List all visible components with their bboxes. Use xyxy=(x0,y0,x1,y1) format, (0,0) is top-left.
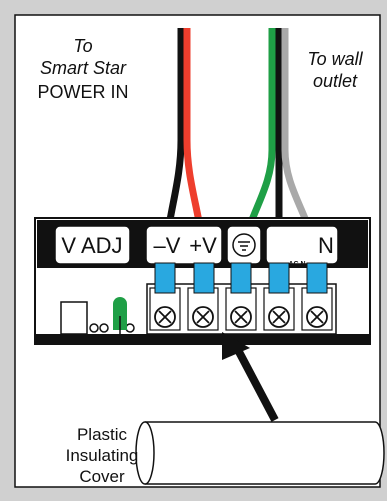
screw-icon-3 xyxy=(225,287,257,331)
wall-outlet-line-2: outlet xyxy=(313,71,358,91)
cover-line-2: Insulating xyxy=(66,446,139,465)
lug-1 xyxy=(154,262,176,294)
screw-icon-5 xyxy=(301,287,333,331)
wall-outlet-line-1: To wall xyxy=(307,49,363,69)
power-in-line-3: POWER IN xyxy=(37,82,128,102)
cover-line-3: Cover xyxy=(79,467,125,486)
ground-icon xyxy=(232,233,256,257)
lug-4 xyxy=(268,262,290,294)
power-in-line-1: To xyxy=(73,36,92,56)
minus-v-label: –V xyxy=(154,233,181,258)
dc-terminal-label-box xyxy=(145,225,223,265)
cover-line-1: Plastic xyxy=(77,425,128,444)
v-adj-label: V ADJ xyxy=(61,233,122,258)
led-icon xyxy=(113,297,127,334)
wire-lugs xyxy=(154,262,328,294)
lug-3 xyxy=(230,262,252,294)
lug-2 xyxy=(193,262,215,294)
v-adj-box xyxy=(54,225,131,265)
ac-small-mark: AC N xyxy=(288,261,305,268)
lug-5 xyxy=(306,262,328,294)
plus-v-label: +V xyxy=(189,233,217,258)
neutral-label: N xyxy=(318,233,334,258)
screw-icon-1 xyxy=(149,287,181,331)
power-in-line-2: Smart Star xyxy=(40,58,127,78)
insulating-cover xyxy=(135,421,385,485)
screw-icon-4 xyxy=(263,287,295,331)
block-base xyxy=(35,334,370,344)
potentiometer-icon xyxy=(60,301,135,335)
screw-icon-2 xyxy=(187,287,219,331)
ac-label-box xyxy=(265,225,339,265)
arrow-icon xyxy=(222,332,279,422)
